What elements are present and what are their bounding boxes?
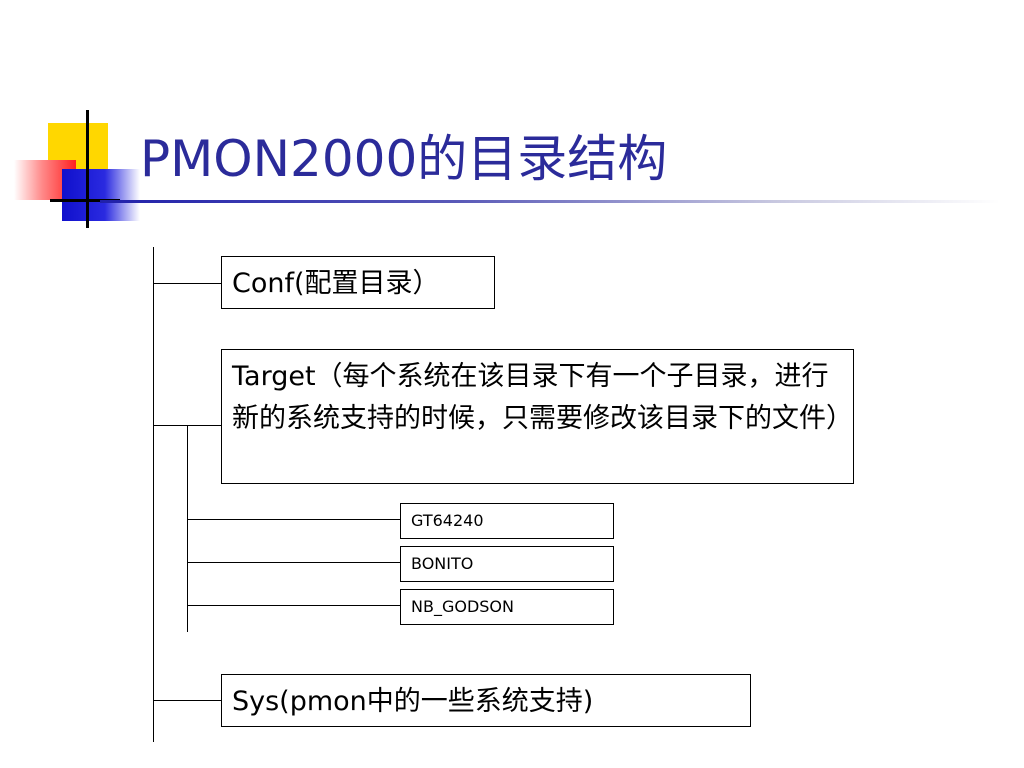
node-target: Target（每个系统在该目录下有一个子目录，进行新的系统支持的时候，只需要修改… — [221, 349, 854, 484]
decor-blue-bar — [62, 169, 140, 221]
decor-vertical-line — [86, 110, 89, 228]
connector-nb-godson — [187, 605, 400, 606]
node-sys: Sys(pmon中的一些系统支持) — [221, 674, 751, 727]
target-branch-trunk — [187, 425, 188, 632]
node-gt64240: GT64240 — [400, 503, 614, 539]
tree-trunk — [153, 247, 154, 742]
node-conf: Conf(配置目录） — [221, 256, 495, 309]
connector-gt64240 — [187, 519, 400, 520]
title-underline — [100, 200, 1000, 203]
decor-horizontal-line — [50, 199, 120, 202]
slide-title: PMON2000的目录结构 — [140, 130, 668, 188]
node-nb-godson: NB_GODSON — [400, 589, 614, 625]
node-bonito: BONITO — [400, 546, 614, 582]
connector-conf — [153, 283, 221, 284]
connector-sys — [153, 700, 221, 701]
connector-bonito — [187, 562, 400, 563]
